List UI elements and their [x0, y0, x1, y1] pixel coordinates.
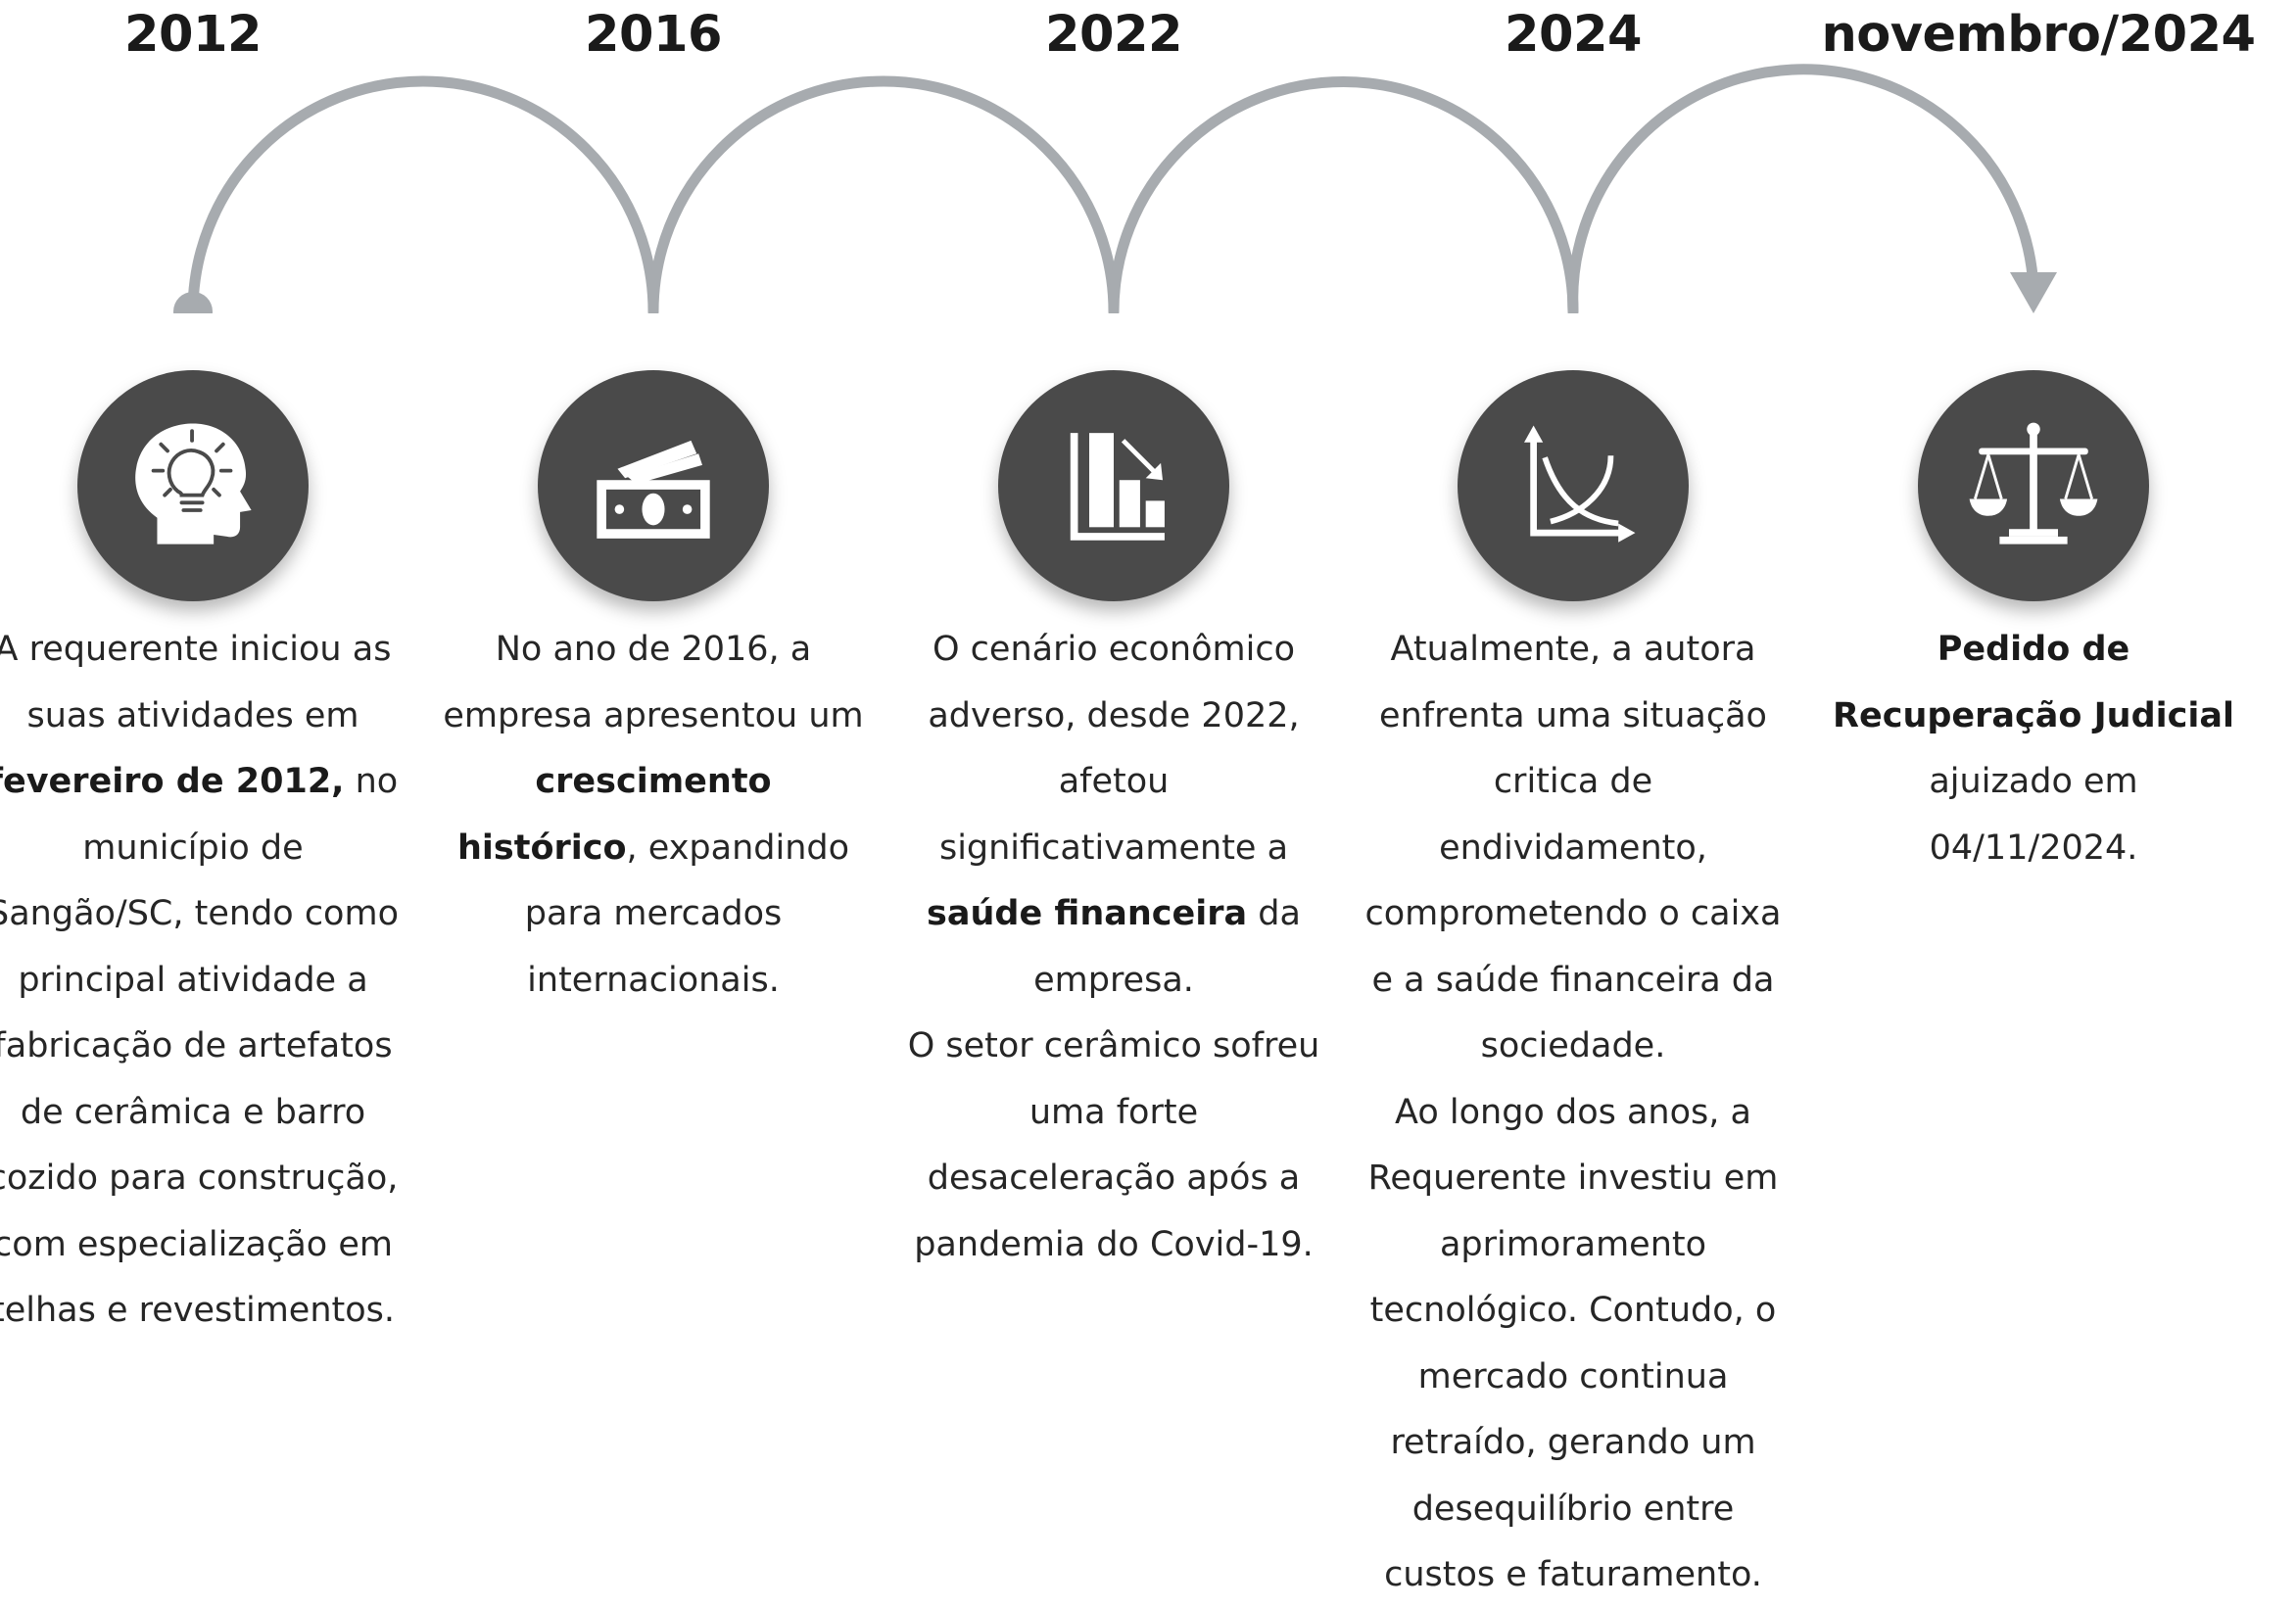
justice-scales-icon	[1969, 422, 2098, 544]
timeline-arc	[1567, 64, 2039, 313]
icon-circle	[1458, 370, 1689, 601]
money-bills-icon	[597, 440, 710, 539]
stage-description: No ano de 2016, a empresa apresentou um …	[443, 617, 864, 1014]
body-text: O cenário econômico adverso, desde 2022,…	[928, 630, 1300, 868]
description-paragraph: Pedido de Recuperação Judicial ajuizado …	[1823, 617, 2244, 881]
stage-description: Atualmente, a autora enfrenta uma situaç…	[1363, 617, 1784, 1609]
timeline-arrowhead	[2010, 272, 2057, 313]
stage-description: O cenário econômico adverso, desde 2022,…	[903, 617, 1324, 1278]
description-paragraph: O setor cerâmico sofreu uma forte desace…	[903, 1014, 1324, 1278]
body-text: O setor cerâmico sofreu uma forte desace…	[907, 1026, 1320, 1264]
highlight-text: fevereiro de 2012,	[0, 762, 345, 801]
year-label: 2016	[585, 6, 722, 64]
body-text: No ano de 2016, a empresa apresentou um	[443, 630, 864, 735]
stage-description: Pedido de Recuperação Judicial ajuizado …	[1823, 617, 2244, 881]
timeline-arc	[647, 75, 1120, 313]
icon-circle	[998, 370, 1229, 601]
body-text: ajuizado em 04/11/2024.	[1929, 762, 2138, 868]
description-paragraph: Atualmente, a autora enfrenta uma situaç…	[1363, 617, 1784, 1080]
icon-circle	[538, 370, 769, 601]
description-paragraph: O cenário econômico adverso, desde 2022,…	[903, 617, 1324, 1014]
year-label: 2012	[124, 6, 262, 64]
stage-description: A requerente iniciou as suas atividades …	[0, 617, 404, 1345]
body-text: A requerente iniciou as suas atividades …	[0, 630, 392, 735]
declining-bar-chart-icon	[1070, 433, 1165, 541]
highlight-text: crescimento histórico	[456, 762, 772, 868]
timeline-arcs	[173, 64, 2057, 313]
year-label: 2024	[1505, 6, 1642, 64]
highlight-text: Pedido de Recuperação Judicial	[1833, 630, 2234, 735]
head-lightbulb-icon	[135, 423, 252, 544]
body-text: Atualmente, a autora enfrenta uma situaç…	[1364, 630, 1782, 1065]
timeline-arc	[1108, 76, 1579, 313]
body-text: , expandindo para mercados internacionai…	[524, 828, 850, 1000]
year-label: novembro/2024	[1821, 6, 2256, 64]
body-text: no município de Sangão/SC, tendo como pr…	[0, 762, 399, 1330]
description-paragraph: A requerente iniciou as suas atividades …	[0, 617, 404, 1345]
description-paragraph: Ao longo dos anos, a Requerente investiu…	[1363, 1080, 1784, 1609]
icon-circle	[77, 370, 309, 601]
year-label: 2022	[1045, 6, 1182, 64]
body-text: Ao longo dos anos, a Requerente investiu…	[1367, 1092, 1779, 1595]
crossing-curves-chart-icon	[1524, 425, 1636, 543]
icon-circle	[1918, 370, 2149, 601]
timeline-arc	[187, 75, 659, 313]
body-text: da empresa.	[1033, 894, 1301, 1000]
description-paragraph: No ano de 2016, a empresa apresentou um …	[443, 617, 864, 1014]
highlight-text: saúde financeira	[927, 894, 1248, 933]
